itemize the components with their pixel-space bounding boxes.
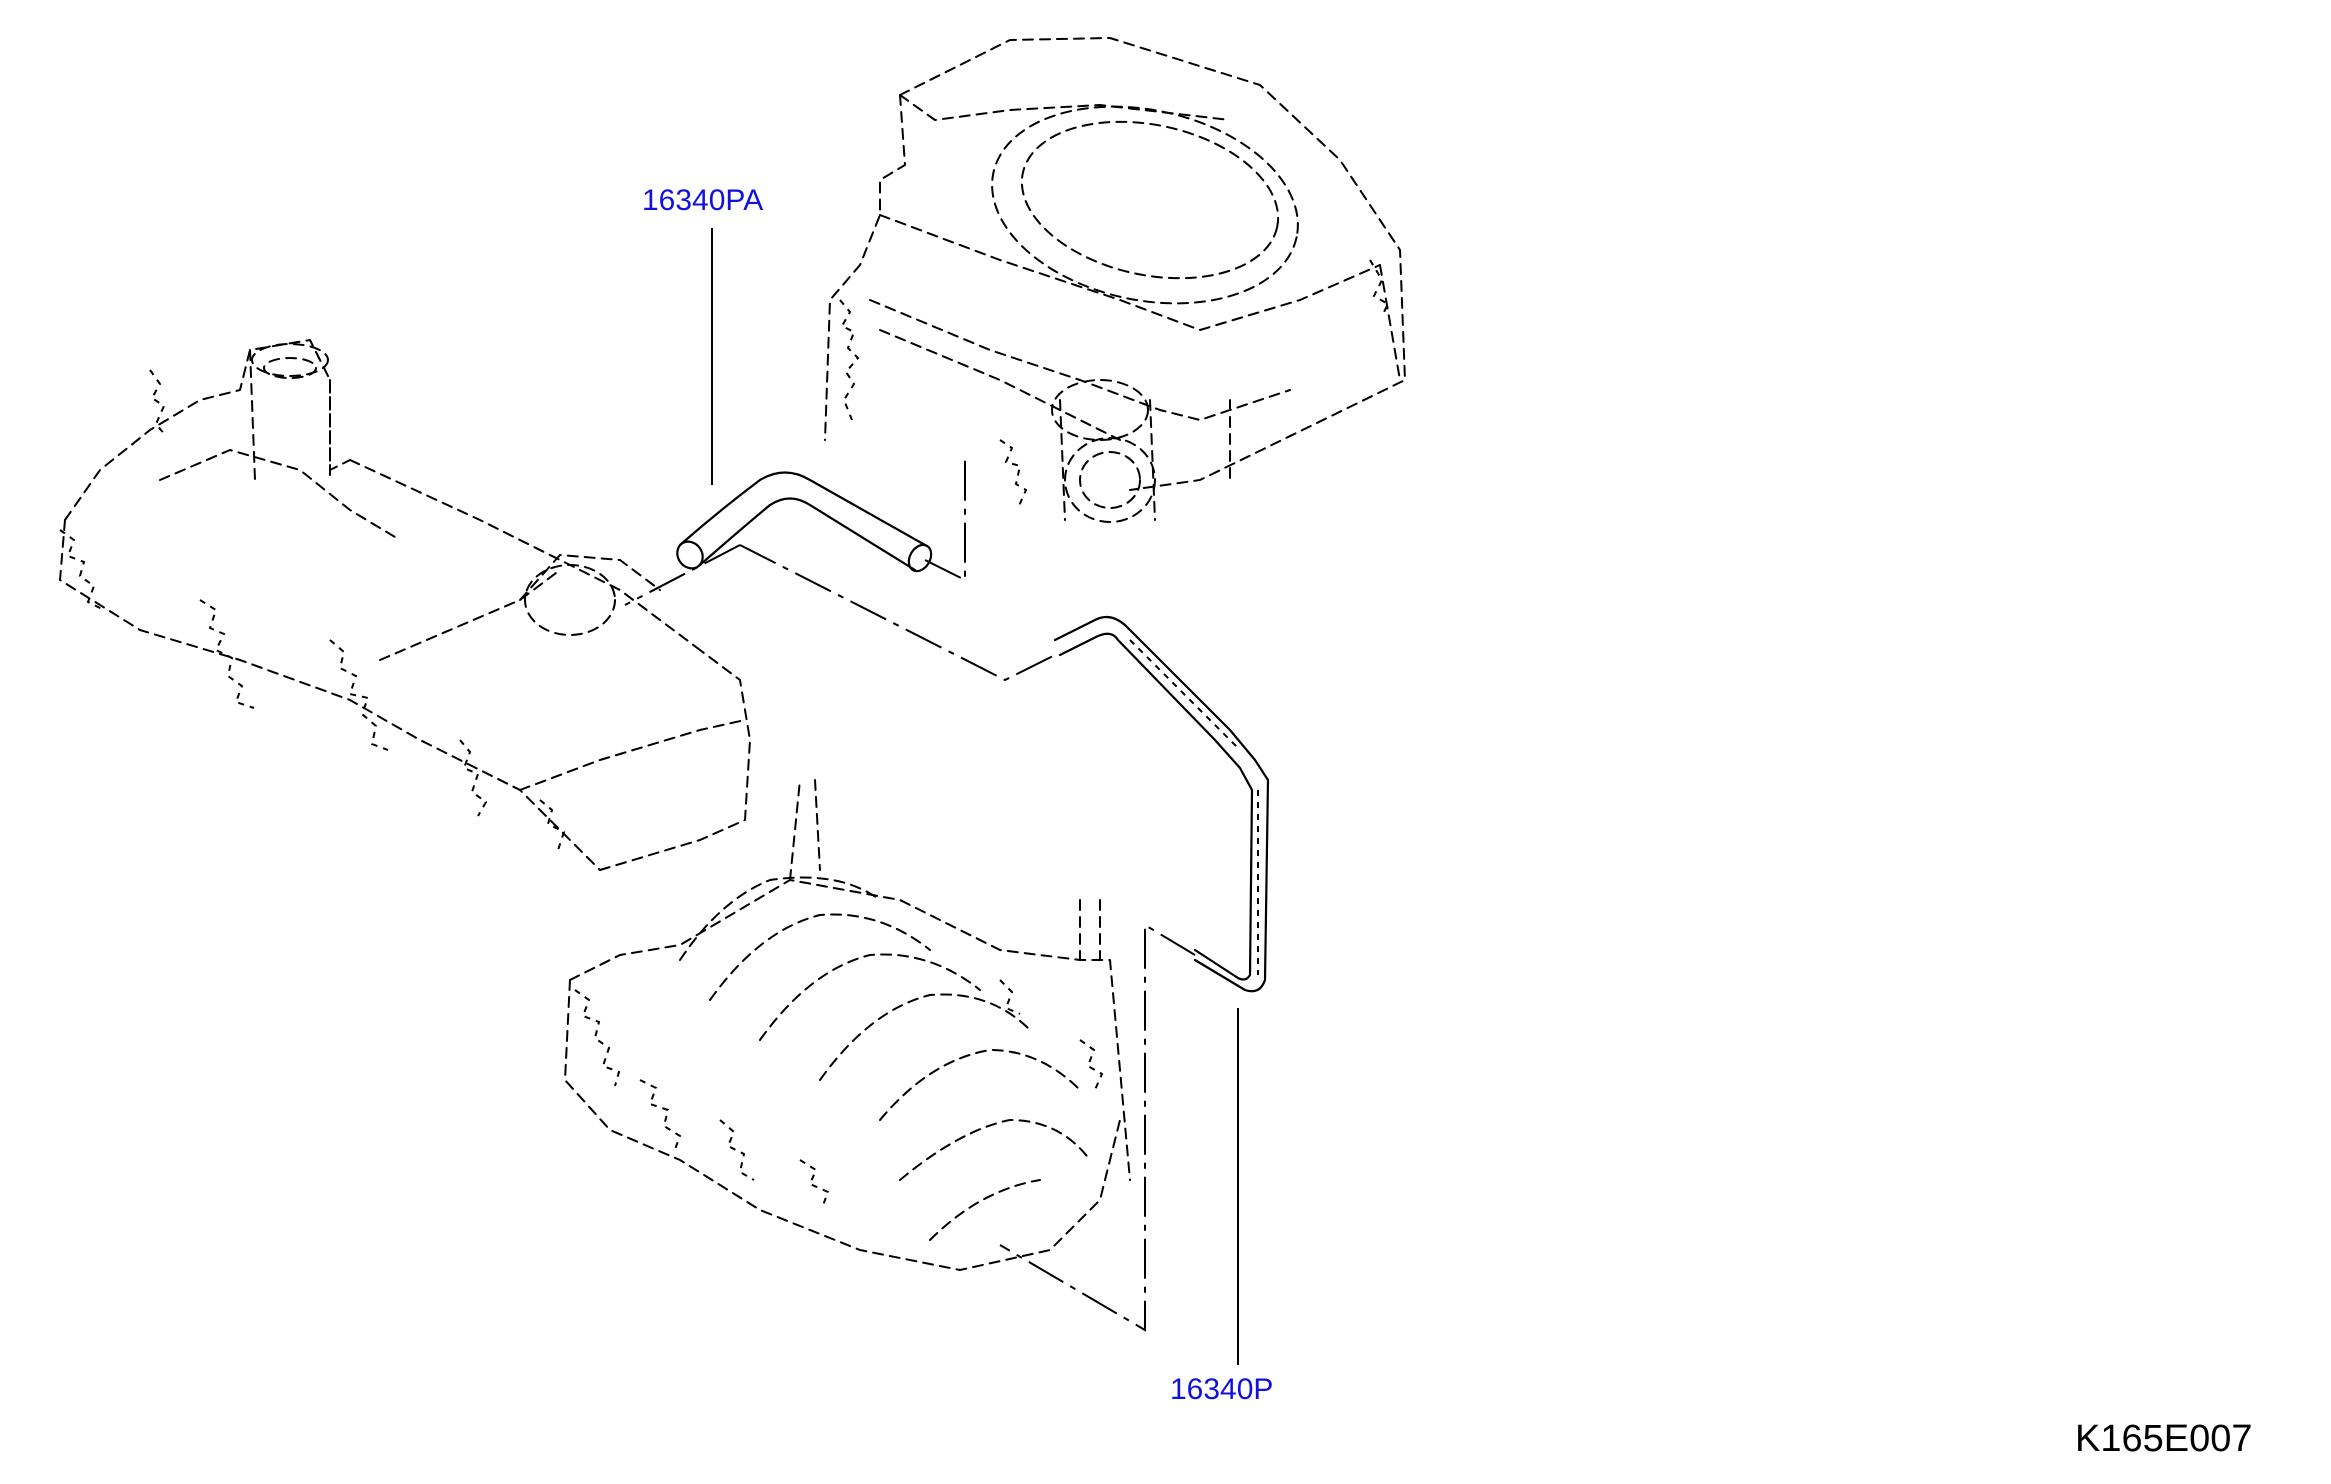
- hose-16340pa[interactable]: [672, 471, 936, 576]
- intake-plenum-ghost: [59, 339, 751, 871]
- part-label-16340p[interactable]: 16340P: [1170, 1373, 1274, 1406]
- part-label-16340pa[interactable]: 16340PA: [642, 184, 764, 217]
- figure-code: K165E007: [2075, 1418, 2253, 1460]
- hose-16340p[interactable]: [1053, 615, 1270, 993]
- connection-centerlines: [624, 460, 1196, 1332]
- air-cleaner-housing-ghost: [824, 37, 1406, 523]
- intake-manifold-ghost: [564, 779, 1131, 1271]
